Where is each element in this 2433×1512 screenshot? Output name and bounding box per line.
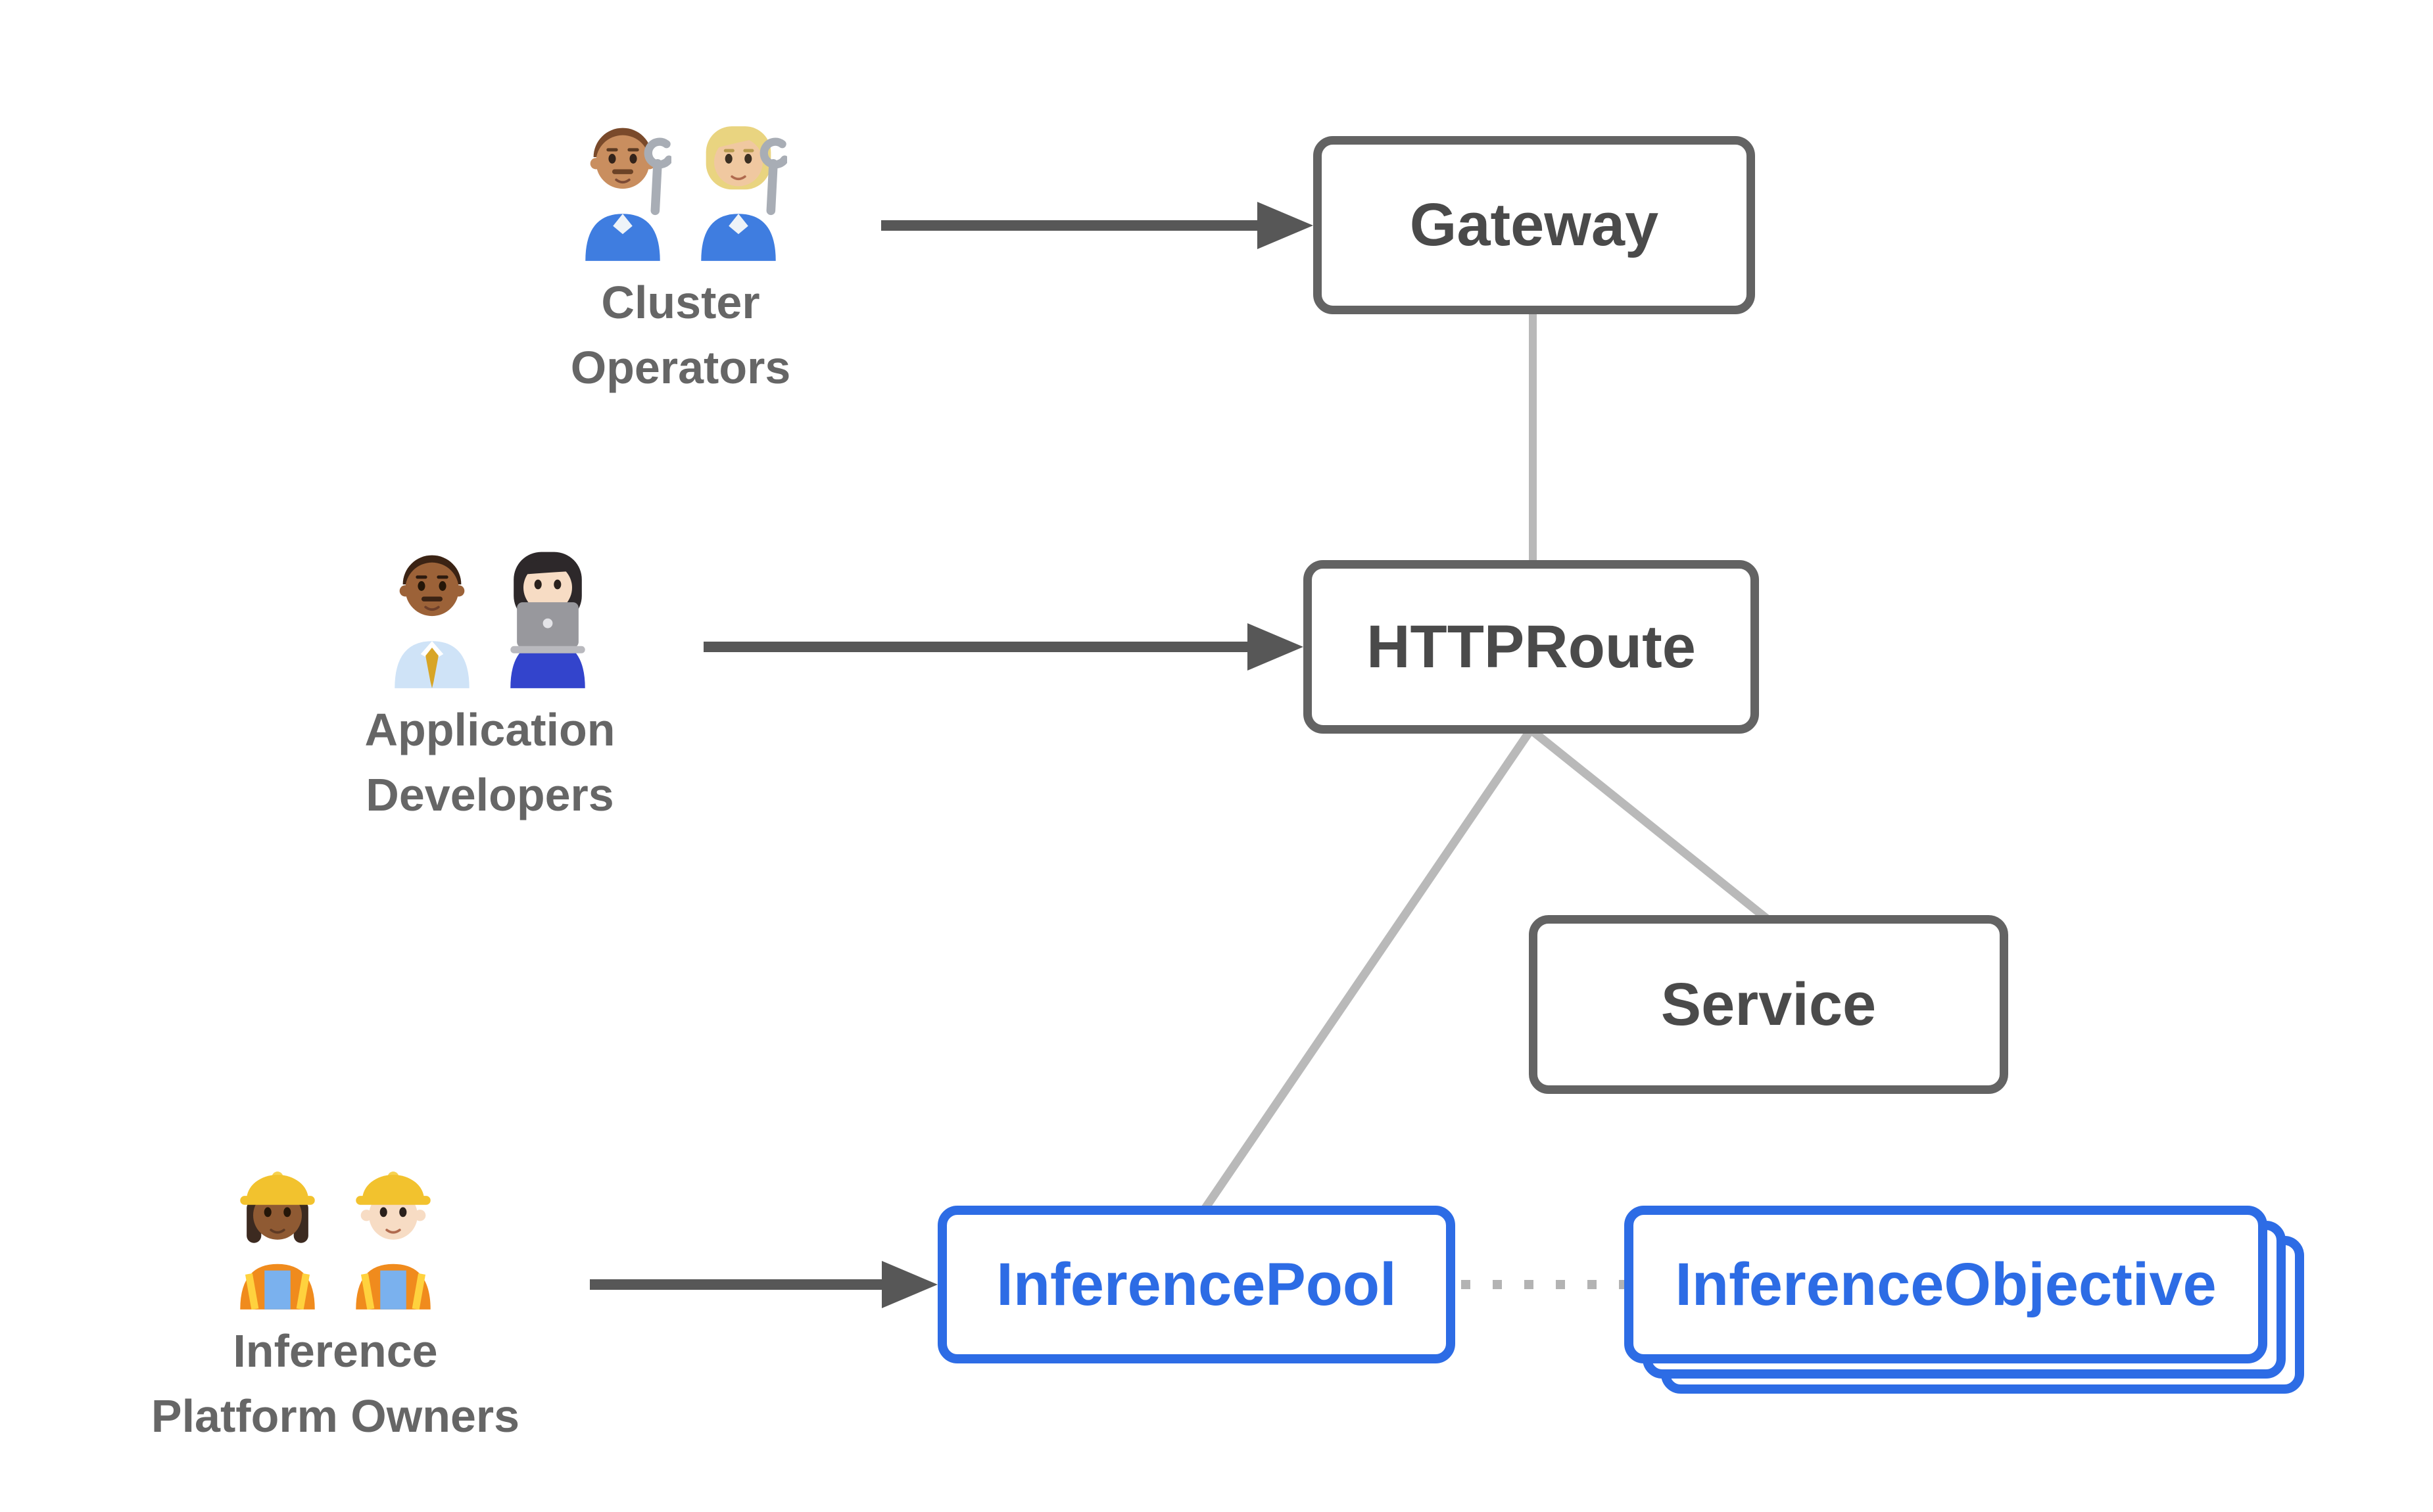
service-node: Service [1529,915,2008,1094]
woman-technologist-emoji [510,552,585,688]
actor-label-line: Operators [570,342,791,394]
cluster-operators-emoji-row [574,99,787,261]
arrow-platform-owners-to-inferencepool [590,1261,938,1308]
inferenceobjective-node: InferenceObjective [1624,1206,2308,1403]
man-office-worker-emoji [395,555,470,688]
cluster-operators-label: Cluster Operators [571,270,791,401]
actor-label-line: Cluster [601,277,760,328]
actor-cluster-operators: Cluster Operators [450,99,911,401]
inferenceobjective-stack-layer-1: InferenceObjective [1624,1206,2267,1363]
application-developers-label: Application Developers [364,697,615,828]
actor-application-developers: Application Developers [260,526,720,828]
inferencepool-label: InferencePool [996,1250,1397,1318]
woman-mechanic-emoji [701,126,787,261]
tie-icon [425,648,439,688]
actor-label-line: Developers [366,769,614,821]
inferenceobjective-label: InferenceObjective [1675,1250,2217,1318]
gateway-label: Gateway [1409,191,1659,258]
httproute-label: HTTPRoute [1366,613,1696,680]
httproute-node: HTTPRoute [1303,560,1759,734]
arrow-application-developers-to-httproute [704,623,1303,671]
hard-hat-icon [240,1171,315,1205]
inference-platform-owners-label: Inference Platform Owners [151,1319,519,1450]
laptop-icon [510,602,585,653]
woman-construction-worker-emoji [240,1171,315,1310]
application-developers-emoji-row [383,526,596,688]
man-construction-worker-emoji [356,1171,431,1310]
hard-hat-icon [356,1171,431,1205]
wrench-icon [644,137,671,216]
service-label: Service [1660,970,1877,1038]
gateway-node: Gateway [1313,136,1755,314]
man-mechanic-emoji [585,128,671,261]
actor-label-line: Application [364,704,615,755]
actor-label-line: Platform Owners [151,1390,520,1442]
actor-label-line: Inference [233,1325,438,1377]
arrow-cluster-operators-to-gateway [881,202,1313,249]
platform-owners-emoji-row [229,1147,442,1310]
actor-inference-platform-owners: Inference Platform Owners [39,1147,631,1450]
edge-httproute-to-inferencepool [1199,727,1535,1214]
edge-httproute-to-service [1528,726,1772,924]
wrench-icon [759,137,787,216]
inferencepool-node: InferencePool [938,1206,1455,1363]
